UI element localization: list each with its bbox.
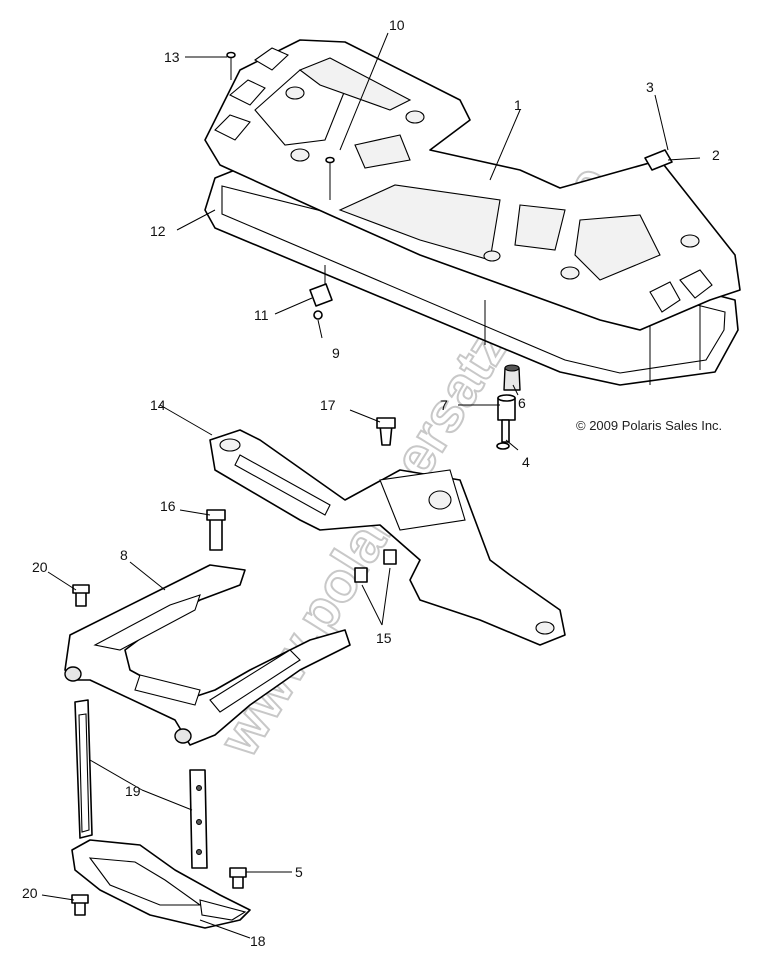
nut-part-15: [354, 549, 397, 583]
callout-5: 5: [295, 864, 303, 880]
screw-part-10: [325, 156, 335, 200]
callout-2: 2: [712, 147, 720, 163]
callout-10: 10: [389, 17, 405, 33]
callout-1: 1: [514, 97, 522, 113]
callout-13: 13: [164, 49, 180, 65]
bolt-part-5: [229, 867, 247, 889]
callout-18: 18: [250, 933, 266, 949]
callout-11: 11: [254, 307, 269, 323]
vertical-plate-part: [74, 699, 208, 869]
callout-19: 19: [125, 783, 141, 799]
bolt-part-20-upper: [72, 584, 90, 607]
callout-17: 17: [320, 397, 336, 413]
subframe-part: [64, 564, 351, 746]
callout-9: 9: [332, 345, 340, 361]
clip-part-11: [309, 283, 333, 307]
bolt-part-4: [496, 419, 510, 450]
callout-16: 16: [160, 498, 176, 514]
callout-20-lower: 20: [22, 885, 38, 901]
clip-part-2: [644, 149, 673, 171]
skid-plate-part: [71, 839, 251, 929]
bolt-part-17: [376, 417, 396, 446]
mount-bracket-part: [209, 429, 566, 646]
bolt-part-20-lower: [71, 894, 89, 916]
callout-14: 14: [150, 397, 166, 413]
leader-lines: [41, 32, 701, 939]
bushing-part-7: [497, 394, 516, 421]
callout-7: 7: [440, 397, 448, 413]
bolt-part-16: [206, 509, 226, 551]
nut-part-9: [313, 310, 323, 320]
callout-12: 12: [150, 223, 166, 239]
bushing-part-6: [503, 364, 521, 391]
callout-8: 8: [120, 547, 128, 563]
copyright-notice: © 2009 Polaris Sales Inc.: [576, 418, 722, 433]
callout-20-upper: 20: [32, 559, 48, 575]
callout-6: 6: [518, 395, 526, 411]
callout-labels: 1 2 3 4 5 6 7 8 9 10 11 12 13 14 15 16 1…: [22, 17, 720, 949]
callout-3: 3: [646, 79, 654, 95]
screw-part-13: [226, 51, 236, 80]
callout-15: 15: [376, 630, 392, 646]
callout-4: 4: [522, 454, 530, 470]
